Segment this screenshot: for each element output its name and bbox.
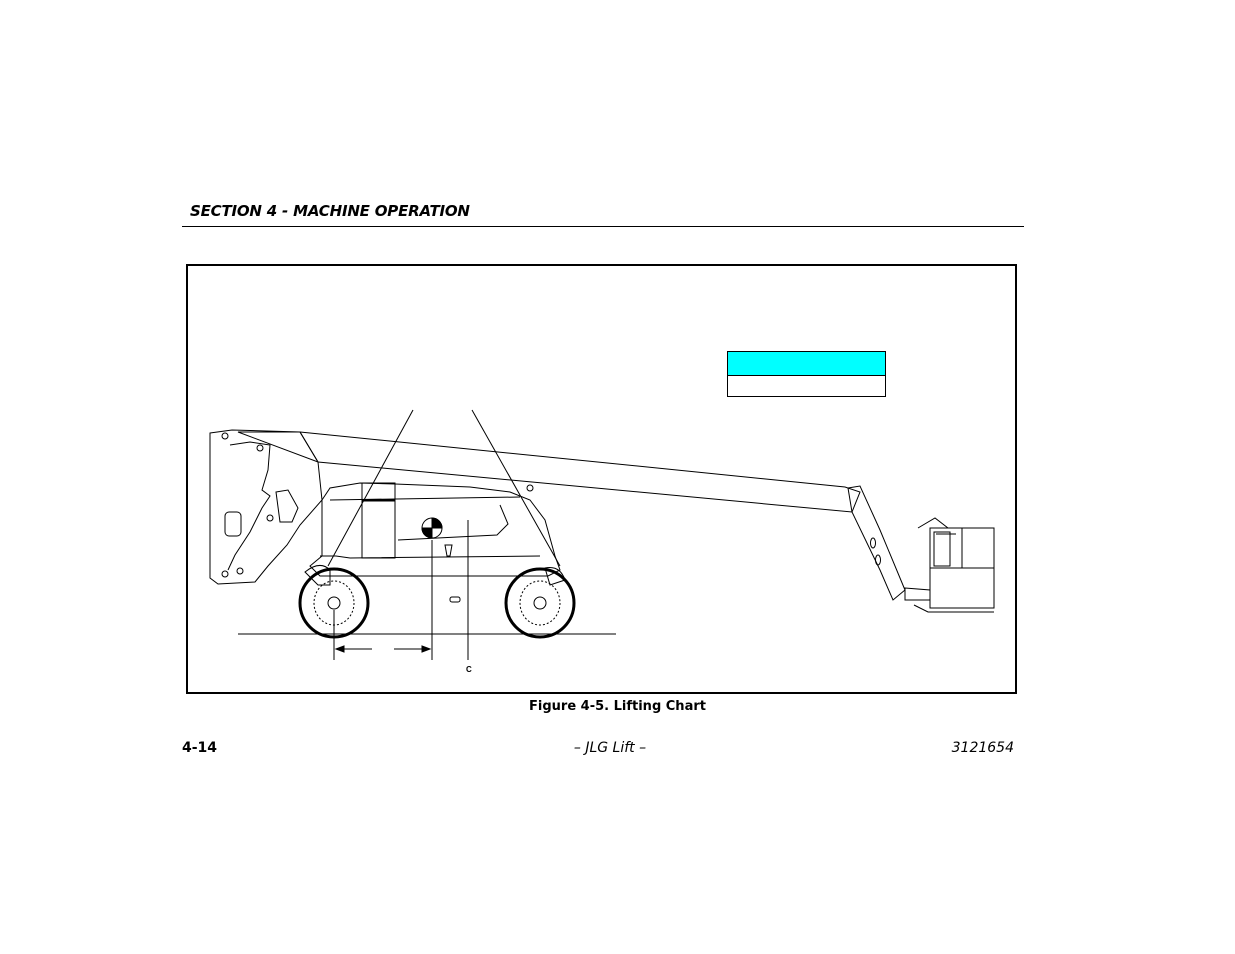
- page-number: 4-14: [182, 740, 218, 756]
- figure-caption: Figure 4-5. Lifting Chart: [529, 699, 706, 714]
- pointer-line-left: [327, 409, 414, 567]
- legend-box: [727, 351, 886, 397]
- turntable-frame: [209, 429, 323, 585]
- figure-frame: [186, 264, 1017, 694]
- legend-header: [728, 352, 885, 376]
- footer-center-text: – JLG Lift –: [573, 740, 647, 756]
- header-rule: [182, 226, 1024, 227]
- jib: [847, 485, 906, 601]
- dimension-label-c: C: [466, 665, 472, 674]
- document-number: 3121654: [951, 740, 1014, 756]
- pointer-line-right: [471, 409, 561, 567]
- section-title: SECTION 4 - MACHINE OPERATION: [190, 202, 470, 220]
- wheel-right: [504, 567, 576, 639]
